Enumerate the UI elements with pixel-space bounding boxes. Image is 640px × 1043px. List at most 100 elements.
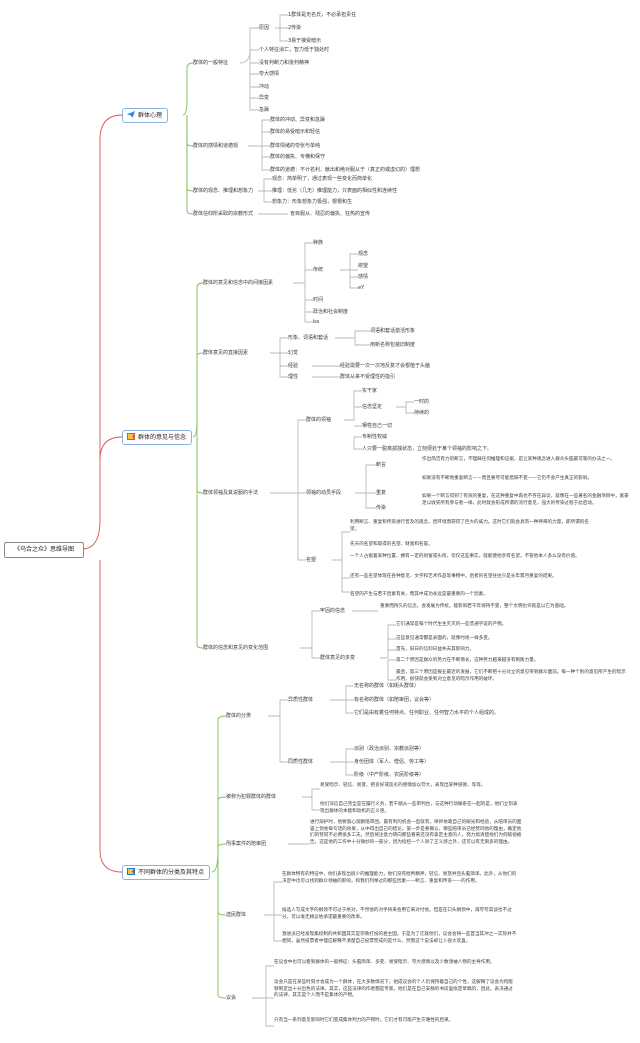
node-education[interactable]: ba	[313, 319, 320, 325]
node-prestige-3[interactable]: 一个人占据着某种位置、拥有一定的财富或头衔，仅仅这些事实，就能使他享有名望，不管…	[350, 554, 580, 559]
node-emotion-2[interactable]: 群体的易受暗示和轻信	[270, 129, 321, 135]
node-affirmation-text[interactable]: 作出简洁有力的断言，不理睬任何推理和证据，是让某种观念进入群众头脑最可靠的办法之…	[422, 457, 615, 462]
node-trait-1[interactable]: 个人特征消亡，智力低于独处时	[259, 47, 330, 53]
node-indirect-factors[interactable]: 群体的意见和信念中的间接因素	[203, 280, 274, 286]
node-leaders-3[interactable]: 牺牲自己一切	[362, 423, 393, 429]
node-firm-beliefs-text[interactable]: 重要而持久的信念，会发展为传统，能影响若干年保持不变，整个文明也许就是以它为基础…	[380, 604, 569, 609]
node-trait-4[interactable]: 冲动	[259, 84, 270, 90]
node-electorate-2[interactable]: 候选人写成文字的纲领不可过于绝对，不然他的对手将来会用它来对付他。但是在口头纲领…	[282, 908, 512, 920]
node-parliament-3[interactable]: 只有当一系列意见影响时它们变成集体判力的产物时，它们才有可能产生灾难性的后果。	[274, 1018, 454, 1023]
node-leaders-4[interactable]: 专制性权威	[362, 434, 388, 440]
node-religious-form-1[interactable]: 盲目服从、残忍的偏执、狂热的宣传	[290, 211, 371, 217]
node-reason-1[interactable]: 群体从来不受理性的指引	[340, 374, 396, 380]
node-cause-2[interactable]: 2传染	[288, 25, 302, 31]
node-experience-1[interactable]: 经验需要一次一次地反复才会根植于头脑	[340, 363, 431, 369]
node-classification[interactable]: 群体的分类	[226, 713, 252, 719]
branch-opinions-beliefs[interactable]: 群体的意见与信念	[122, 430, 193, 445]
node-trait-6[interactable]: 急躁	[259, 107, 270, 113]
node-trait-3[interactable]: 夸大感情	[259, 71, 280, 77]
node-leaders-5[interactable]: 人只要一脱离孤独状态，立刻便处于某个领袖的影响之下。	[362, 446, 493, 452]
node-emotion-morality[interactable]: 群体的感情和道德观	[193, 143, 239, 149]
node-prestige-1[interactable]: 利用断言、重复和传染进行普及的观念，因环境而获得了巨大的威力。这时它们就会具有一…	[350, 520, 589, 532]
node-changeable-3[interactable]: 首先，旧日的信仰日益失去其影响力。	[396, 647, 475, 652]
node-ideas-3[interactable]: 想象力：形象想象力极强，根根和生	[272, 199, 353, 205]
node-cause-1[interactable]: 1群体是无名氏，不必承担责任	[288, 12, 357, 18]
node-leaders[interactable]: 群体的领袖	[306, 417, 332, 423]
node-prestige[interactable]: 名望	[306, 557, 317, 563]
node-homogeneous-1[interactable]: 派别（政治派别、宗教派别等）	[354, 746, 425, 752]
node-emotion-3[interactable]: 群体情绪的夸张与单纯	[270, 143, 321, 149]
node-images-words-2[interactable]: 用新名称包装旧制度	[370, 342, 416, 348]
node-religious-form[interactable]: 群体信仰所采取的宗教形式	[193, 211, 254, 217]
node-tradition-3[interactable]: 感情	[358, 274, 369, 280]
node-time[interactable]: 时间	[313, 297, 324, 303]
node-images-words[interactable]: 形象、词语和套话	[288, 335, 329, 341]
node-ideas-1[interactable]: 观念：简单明了，通过表现一些变化而简单化	[272, 176, 373, 182]
node-trait-5[interactable]: 异变	[259, 95, 270, 101]
node-prestige-2[interactable]: 先天的名望和取得的名望、财富和名誉。	[350, 542, 433, 547]
node-repetition-text[interactable]: 如果没有不断地重复断言——而且要尽可能措辞不变——它仍不会产生真正的影响。	[422, 476, 592, 481]
node-ideas-2[interactable]: 推理：低劣（几无）推理能力，只表面的相似性和连续性	[272, 188, 398, 194]
node-parliament[interactable]: 议会	[226, 995, 237, 1001]
node-ideas-reasoning[interactable]: 群体的观念、推理和想象力	[193, 188, 254, 194]
node-cause[interactable]: 原因	[259, 25, 270, 31]
node-jury-text[interactable]: 进行辩护时，他要留心观察陪审团。最有利的机会一直就有，律师依靠自己的眼光和经验，…	[310, 820, 522, 845]
node-repetition[interactable]: 重复	[376, 490, 387, 496]
node-homogeneous-3[interactable]: 阶级（中产阶级、农民阶级等）	[354, 772, 425, 778]
root-node[interactable]: 《乌合之众》思维导图	[4, 542, 84, 558]
node-contagion-text[interactable]: 如果一个断言得到了有效的重复，在这种重复中再也不存在异议，就像在一些著名的金融项…	[422, 494, 629, 506]
node-prestige-4[interactable]: 还有一些名望体现在各种意见、文学和艺术作品等事物中。后者的名望往往只是长年累月重…	[350, 574, 557, 579]
node-changeable-5[interactable]: 最后，第三个原因是报业最近的发展，它们不断把十分对立的意见带到群众面前。每一种个…	[396, 670, 626, 682]
node-emotion-5[interactable]: 群体的道德：不计名利、献出和绝对服从于（真正的或虚幻的）理想	[270, 167, 421, 173]
node-tradition-1[interactable]: 观念	[358, 251, 369, 257]
node-illusion[interactable]: 幻觉	[288, 350, 299, 356]
node-electorate-3[interactable]: 激进派已经发现集权制的共和国其实是宗教打扮的君主国。于是为了迁就他们，议会会将一…	[282, 932, 517, 944]
node-changeable-4[interactable]: 第二个原因是群众的势力在不断增长，这种势力越来越没有制衡力量。	[396, 658, 539, 663]
node-tradition-4[interactable]: eY	[358, 285, 365, 291]
node-heterogeneous-2[interactable]: 有名称的群体（如陪审团，议会等）	[354, 697, 435, 703]
node-jury[interactable]: 刑事案件的陪审团	[226, 841, 267, 847]
node-contagion[interactable]: 传染	[376, 505, 387, 511]
node-institutions[interactable]: 政治和社会制度	[313, 309, 349, 315]
node-firm-belief-2[interactable]: 持续的	[414, 410, 430, 416]
node-heterogeneous[interactable]: 异质性群体	[288, 697, 314, 703]
branch-crowd-classification[interactable]: 不同群体的分类及其特点	[122, 865, 211, 880]
node-leaders-1[interactable]: 实干家	[362, 388, 378, 394]
node-general-traits[interactable]: 群体的一般特征	[193, 60, 229, 66]
node-emotion-4[interactable]: 群体的偏执、专横和保守	[270, 154, 326, 160]
node-experience[interactable]: 经验	[288, 363, 299, 369]
node-criminal-2[interactable]: 他们深信自己完全是在履行义务，若干顺从一些审判台，与这种行动联系在一起的是，他们…	[320, 802, 518, 814]
node-mobilization[interactable]: 领袖的动员手段	[306, 490, 342, 496]
node-firm-beliefs[interactable]: 牢固的信念	[320, 608, 346, 614]
node-tradition[interactable]: 传统	[313, 267, 324, 273]
node-changeable-2[interactable]: 这些意见通常都是表面的，就像时尚一样多变。	[396, 636, 493, 641]
node-affirmation[interactable]: 断言	[376, 462, 387, 468]
node-changeable-opinions[interactable]: 群体意见的多变	[320, 655, 356, 661]
node-changeable-1[interactable]: 它们通常是每个时代生生灭灭的一些普通学说的产物。	[396, 622, 507, 627]
node-prestige-5[interactable]: 名望的产生与若干因素有关，而其中成功永远是最重要的一个因素。	[350, 592, 488, 597]
node-direct-factors[interactable]: 群体意见的直接因素	[203, 350, 249, 356]
node-parliament-2[interactable]: 议会只是在某些时刻才会成为一个群体，在大多数情况下，组成议会的个人仍保持着自己的…	[274, 980, 513, 999]
node-homogeneous-2[interactable]: 身份团体（军人、僧侣、劳工等）	[354, 759, 430, 765]
node-tradition-2[interactable]: 欲望	[358, 263, 369, 269]
node-emotion-1[interactable]: 群体的冲动、异变和急躁	[270, 117, 326, 123]
flag-icon	[127, 868, 135, 875]
node-parliament-1[interactable]: 在议会中也可以看到群体的一般特征：头脑简单、多变、易受暗示、夸大感情以及少数领袖…	[274, 960, 495, 965]
node-leaders-persuasion[interactable]: 群体领袖及其说服的手法	[203, 490, 259, 496]
node-heterogeneous-1[interactable]: 无名称的群体（如街头群体）	[354, 683, 420, 689]
branch-crowd-psychology[interactable]: 群体心理	[122, 108, 169, 123]
node-criminal-crowds[interactable]: 被称为犯罪群体的群体	[226, 794, 277, 800]
node-reason[interactable]: 理性	[288, 374, 299, 380]
node-race[interactable]: 种族	[313, 240, 324, 246]
node-images-words-1[interactable]: 词语和套话激活形象	[370, 328, 416, 334]
node-firm-belief-1[interactable]: 一时的	[414, 399, 430, 405]
node-electorate[interactable]: 选民群体	[226, 912, 247, 918]
node-homogeneous[interactable]: 同质性群体	[288, 759, 314, 765]
node-heterogeneous-3[interactable]: 它们是由有着任何特点、任何职业、任何智力水平的个人组成的。	[354, 710, 500, 716]
node-firm-belief[interactable]: 信念坚定	[362, 404, 383, 410]
node-cause-3[interactable]: 3易于接受暗示	[288, 38, 322, 44]
node-criminal-1[interactable]: 易受暗示、轻信、易变、把良好或恶劣的感情加以夸大，表现出某种道德，等等。	[320, 783, 486, 788]
node-trait-2[interactable]: 没有判断力和批判精神	[259, 60, 310, 66]
node-variation-range[interactable]: 群体的信念和意见的变化范围	[203, 645, 269, 651]
node-electorate-1[interactable]: 在群体特有的特征中，他们表现出很少的推理能力，他们没有批判精神，轻信、易怒并且头…	[282, 872, 517, 884]
